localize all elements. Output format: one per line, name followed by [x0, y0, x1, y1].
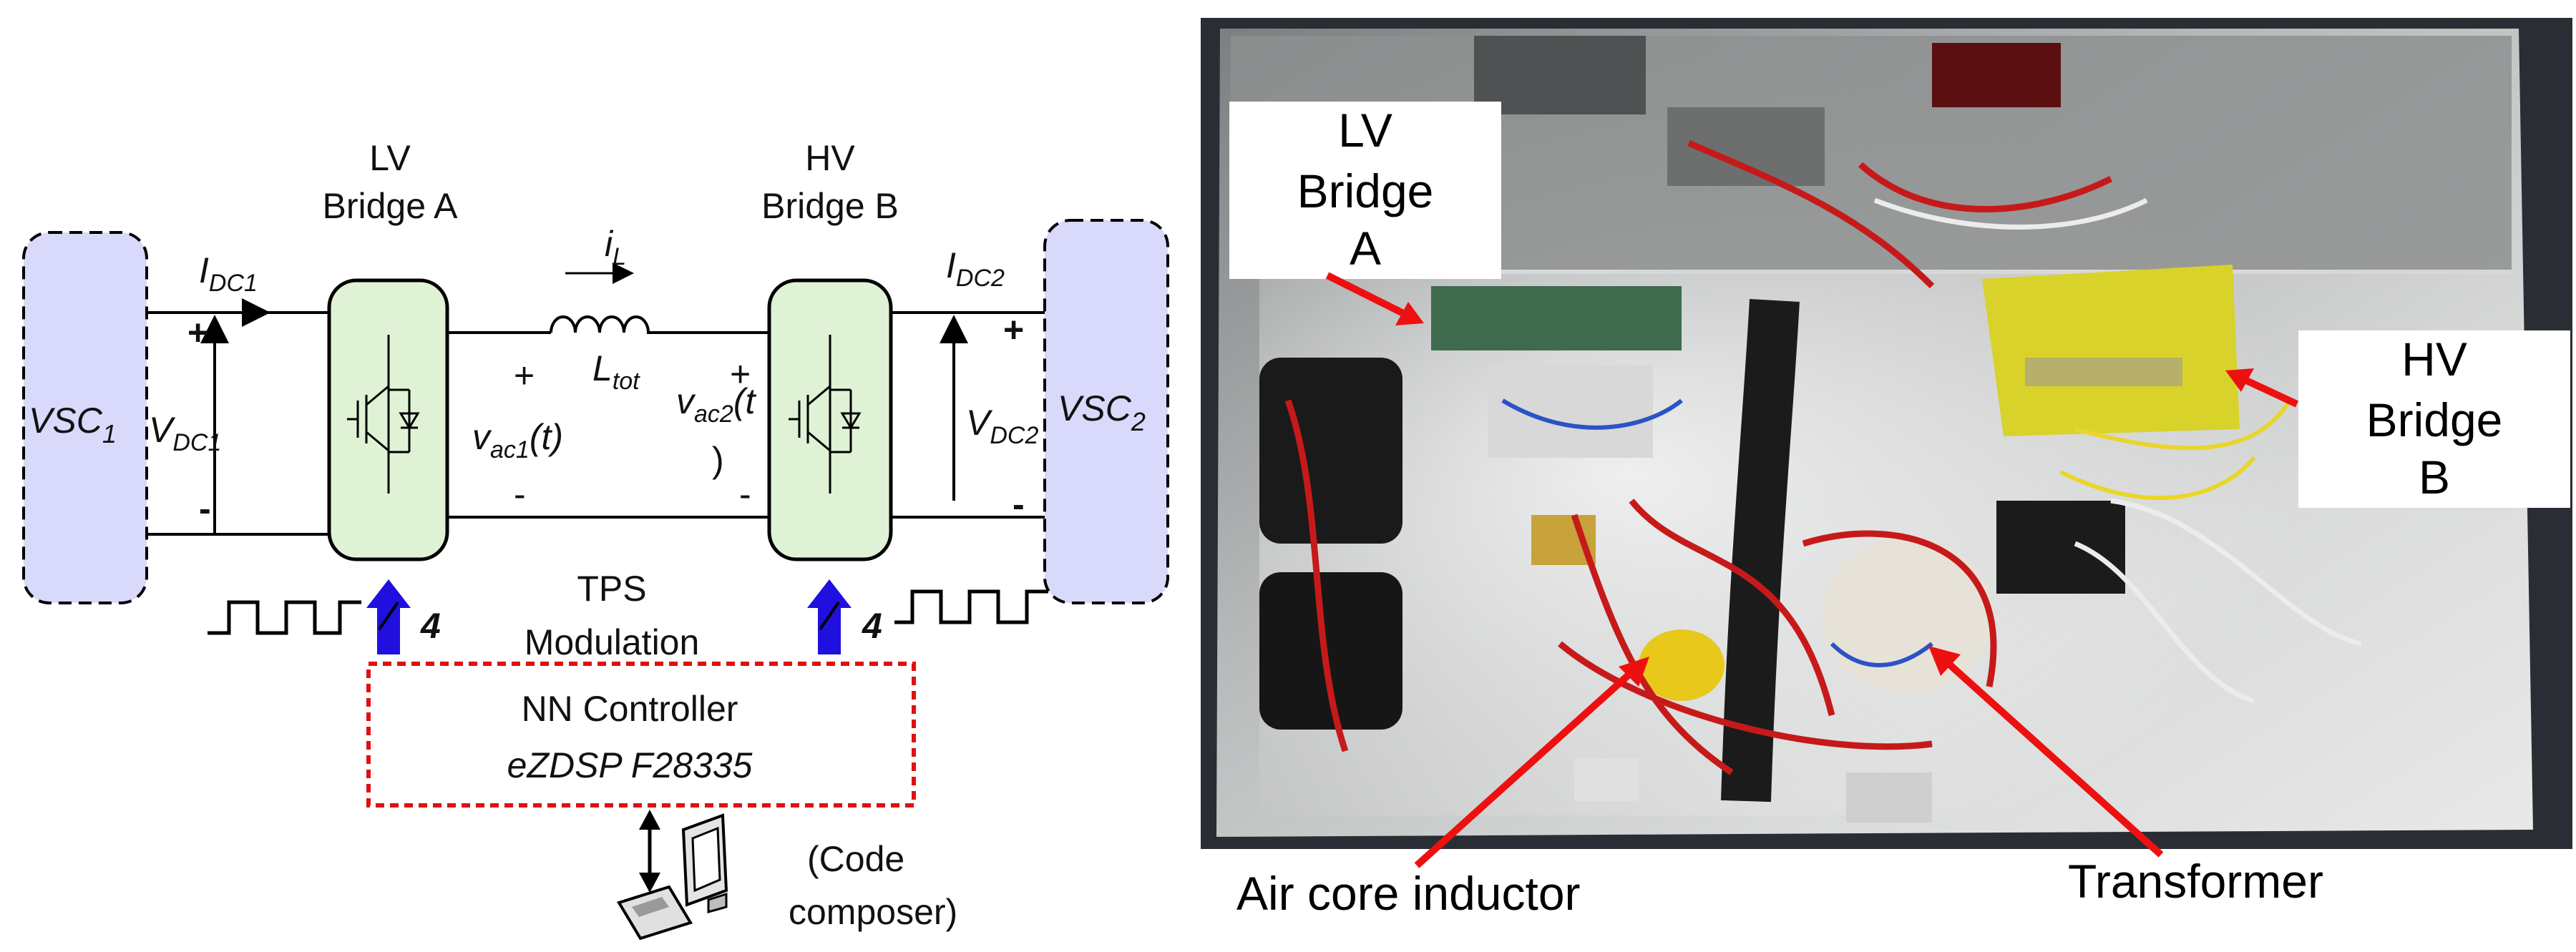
label-box-hv — [2298, 330, 2570, 508]
vdc2-minus: - — [1013, 484, 1025, 524]
vdc1-label: VDC1 — [149, 410, 221, 456]
inductor-symbol — [550, 315, 651, 334]
dc-bus-lines — [147, 311, 1045, 536]
vac1-plus: + — [514, 355, 535, 396]
vsc1-label: VSC1 — [29, 401, 117, 448]
bus-slash-left — [378, 601, 399, 631]
vac2-label: vac2(t — [676, 381, 756, 428]
gate-count-left: 4 — [420, 606, 441, 646]
controller-device: eZDSP F28335 — [507, 745, 753, 785]
hv-bridge-title-line1: HV — [805, 138, 855, 178]
computer-icon — [616, 813, 728, 941]
vdc1-plus: + — [187, 313, 208, 353]
lv-bridge-a — [327, 278, 449, 561]
vac2-paren: ) — [712, 440, 724, 480]
gate-count-right: 4 — [862, 606, 882, 646]
lv-bridge-title-line2: Bridge A — [322, 186, 458, 226]
vac1-minus: - — [514, 474, 526, 514]
idc2-label: IDC2 — [946, 245, 1005, 292]
photo-label-inductor: Air core inductor — [1236, 867, 1581, 920]
controller-box — [366, 662, 916, 808]
code-composer-line2: composer) — [789, 892, 957, 932]
tps-line1: TPS — [577, 569, 646, 609]
vsc2-label: VSC2 — [1058, 388, 1146, 436]
photo-label-lv-line1: LV — [1338, 104, 1392, 157]
vdc2-plus: + — [1003, 310, 1024, 350]
label-box-bottom — [1201, 849, 2576, 952]
photo-label-hv-line1: HV — [2401, 333, 2467, 386]
capacitor-bottom — [1259, 572, 1402, 730]
hv-bridge-title-line2: Bridge B — [761, 186, 899, 226]
vdc2-label: VDC2 — [966, 403, 1038, 449]
vdc1-minus: - — [199, 489, 211, 529]
wire-harness — [1721, 299, 1800, 803]
vac2-minus: - — [739, 474, 751, 514]
photo-label-lv-line2: Bridge — [1297, 165, 1434, 217]
hv-bridge-b — [767, 278, 893, 561]
hv-bridge-board — [1982, 265, 2240, 436]
photo-label-transformer: Transformer — [2068, 855, 2323, 908]
inductor-body — [1639, 629, 1724, 701]
converter-schematic: VSC1 VSC2 — [22, 138, 1169, 941]
capacitor-top — [1259, 358, 1402, 544]
photo-label-lv-line3: A — [1350, 222, 1381, 275]
tps-line2: Modulation — [525, 622, 700, 662]
igbt-symbol-a — [347, 335, 420, 494]
label-box-lv — [1229, 102, 1501, 279]
ltot-label: Ltot — [592, 348, 640, 395]
code-composer-line1: (Code — [807, 839, 904, 879]
igbt-symbol-b — [789, 335, 862, 494]
bus-slash-right — [819, 601, 840, 631]
lv-bridge-board — [1431, 286, 1682, 350]
idc1-label: IDC1 — [199, 250, 258, 297]
vsc1-box — [22, 231, 148, 604]
misc-wiring — [1873, 197, 2362, 704]
gate-waveform-left — [208, 600, 361, 635]
controller-title: NN Controller — [522, 689, 738, 729]
il-label: iL — [605, 224, 626, 270]
transformer-body — [1821, 536, 1993, 694]
photo-label-hv-line3: B — [2419, 451, 2450, 504]
lv-bridge-title-line1: LV — [369, 138, 411, 178]
vac1-label: vac1(t) — [472, 417, 563, 463]
photo-label-hv-line2: Bridge — [2366, 393, 2503, 446]
hardware-photo: LV Bridge A HV Bridge B Air core inducto… — [1201, 18, 2576, 952]
pointer-arrows — [1325, 272, 2299, 868]
gate-waveform-right — [894, 589, 1048, 624]
vac2-plus: + — [730, 354, 751, 394]
vsc2-box — [1043, 219, 1169, 604]
